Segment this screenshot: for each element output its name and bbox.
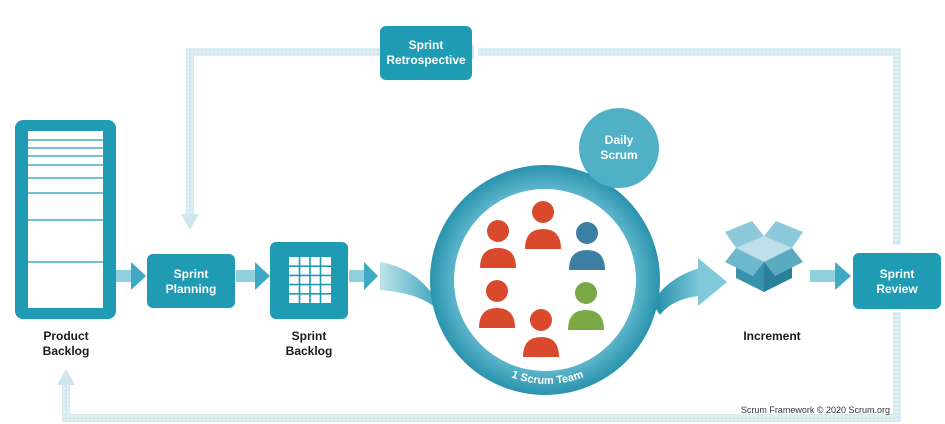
person-icon [480,220,516,268]
daily-scrum: Daily Scrum [579,108,659,188]
sprint-backlog-grid [289,257,331,303]
sprint-retrospective-label-2: Retrospective [386,53,466,67]
sprint-backlog-label: Sprint [292,329,327,343]
daily-scrum-label: Daily [605,133,634,147]
arrow-increment-to-review [810,262,851,290]
person-icon [479,280,515,328]
sprint-backlog-label-2: Backlog [286,344,333,358]
sprint-swoosh-in [380,262,446,318]
backlog-feedback-arrow [57,312,901,422]
scrum-team-label: 1 Scrum Team [510,369,585,387]
sprint-planning: Sprint Planning [147,254,235,308]
person-icon [569,222,605,270]
sprint-retrospective-label: Sprint [409,38,444,52]
sprint-planning-label-2: Planning [166,282,217,296]
sprint-retrospective: Sprint Retrospective [380,26,472,80]
person-icon [568,282,604,330]
sprint-review-label-2: Review [876,282,918,296]
arrow-sprint-backlog-to-team [349,262,378,290]
product-backlog-label-2: Backlog [43,344,90,358]
person-icon [523,309,559,357]
person-icon [525,201,561,249]
increment: Increment [725,221,803,343]
sprint-review: Sprint Review [853,253,941,309]
sprint-swoosh-out [652,258,727,315]
increment-label: Increment [743,329,800,343]
backlog-list-lines [28,139,103,263]
sprint-review-label: Sprint [880,267,915,281]
arrow-backlog-to-planning [116,262,146,290]
arrow-planning-to-sprint-backlog [236,262,270,290]
sprint-planning-label: Sprint [174,267,209,281]
box-icon [725,221,803,292]
product-backlog: Product Backlog [15,120,116,358]
product-backlog-label: Product [43,329,88,343]
scrum-team-circle: 1 Scrum Team [430,165,660,395]
copyright-credit: Scrum Framework © 2020 Scrum.org [741,405,890,415]
sprint-backlog: Sprint Backlog [270,242,348,358]
daily-scrum-label-2: Scrum [600,148,637,162]
